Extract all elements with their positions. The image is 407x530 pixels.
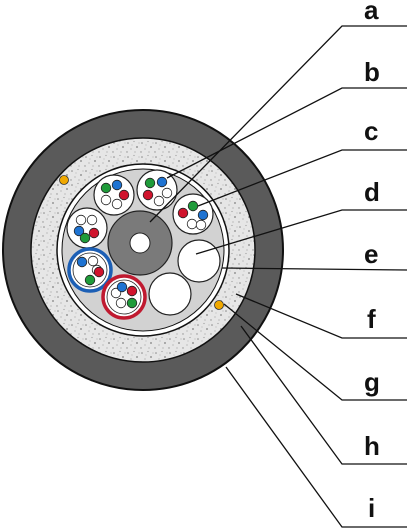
fiber (126, 285, 138, 297)
fiber (177, 207, 189, 219)
fiber (111, 198, 123, 210)
leader-line-e (221, 267, 407, 271)
fiber (100, 194, 112, 206)
label-f: f (367, 304, 376, 334)
fiber (76, 256, 88, 268)
fiber (93, 266, 105, 278)
fiber (100, 182, 112, 194)
fiber (197, 209, 209, 221)
fiber (144, 177, 156, 189)
loose-tube-2 (136, 169, 178, 211)
loose-tube-5 (67, 247, 113, 293)
label-g: g (364, 367, 380, 397)
label-h: h (364, 431, 380, 461)
fiber (86, 214, 98, 226)
fiber (87, 255, 99, 267)
fiber (73, 225, 85, 237)
fiber (187, 200, 199, 212)
label-b: b (364, 57, 380, 87)
label-e: e (364, 239, 378, 269)
leader-line-i (225, 366, 407, 528)
ripcord (214, 300, 224, 310)
label-d: d (364, 177, 380, 207)
label-a: a (364, 0, 379, 25)
fiber (156, 176, 168, 188)
filler-rod (177, 239, 221, 283)
leader-line-g (223, 303, 407, 401)
loose-tube-6 (101, 274, 147, 320)
loose-tube-1 (93, 174, 135, 216)
leader-line-f (235, 293, 407, 339)
fiber (186, 218, 198, 230)
fiber (195, 219, 207, 231)
fiber (88, 227, 100, 239)
label-c: c (364, 116, 378, 146)
strength-member-core (129, 232, 151, 254)
fiber (116, 281, 128, 293)
leader-line-h (240, 325, 407, 465)
loose-tube-3 (172, 193, 214, 235)
fiber (111, 179, 123, 191)
fiber (142, 189, 154, 201)
ripcord (59, 175, 69, 185)
fiber (75, 214, 87, 226)
fiber (115, 297, 127, 309)
leader-line-a (149, 25, 407, 223)
fiber (153, 195, 165, 207)
label-i: i (368, 493, 375, 523)
loose-tube-4 (66, 207, 108, 249)
fiber (126, 297, 138, 309)
fiber (118, 189, 130, 201)
fiber (161, 187, 173, 199)
fiber (79, 232, 91, 244)
leader-line-d (195, 209, 407, 255)
fiber (84, 274, 96, 286)
leader-line-b (166, 87, 407, 179)
leader-line-c (197, 149, 407, 207)
filler-rod (148, 272, 192, 316)
